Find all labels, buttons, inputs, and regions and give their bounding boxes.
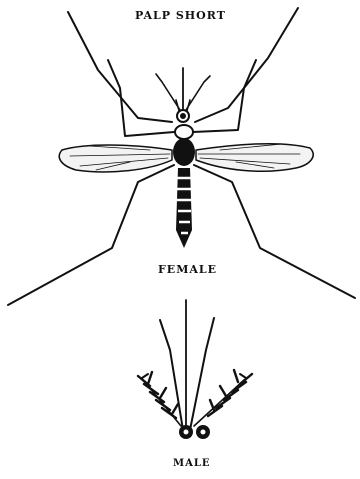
- wing-right: [196, 144, 313, 171]
- male-antenna-tip-left: [142, 374, 148, 378]
- mosquito-male-head-icon: [138, 300, 252, 430]
- middle-leg-right: [193, 60, 256, 132]
- mosquito-male-head: [179, 425, 210, 439]
- heading-palp-short: PALP SHORT: [135, 9, 226, 22]
- front-leg-left: [68, 12, 172, 122]
- male-antenna-right: [194, 380, 244, 426]
- antenna-left: [156, 74, 180, 110]
- wing-left: [59, 145, 172, 172]
- mosquito-female-body: [173, 110, 195, 248]
- hind-leg-right: [194, 165, 355, 298]
- antenna-right: [186, 76, 210, 110]
- label-female: FEMALE: [158, 263, 217, 276]
- male-plume-left: [138, 372, 178, 418]
- label-male: MALE: [173, 458, 210, 469]
- middle-leg-left: [108, 60, 174, 136]
- male-antenna-tip-right: [240, 374, 246, 378]
- hind-leg-left: [8, 165, 174, 305]
- front-leg-right: [195, 8, 298, 122]
